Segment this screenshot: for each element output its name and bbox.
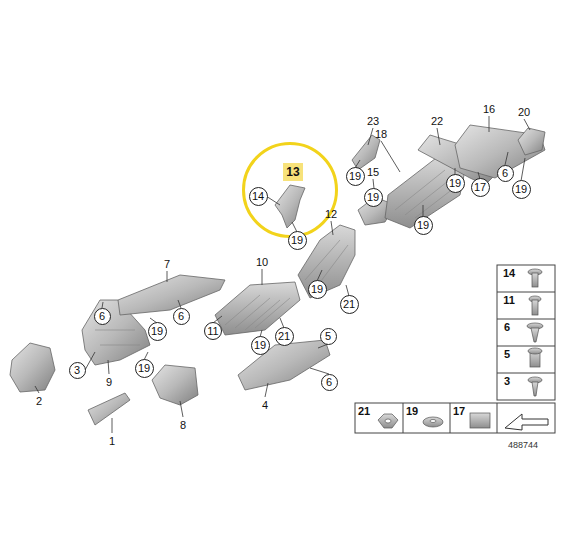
- callout-number: 19: [515, 184, 527, 195]
- callout-circle: 3: [69, 362, 86, 379]
- table-callout: 3: [504, 376, 510, 387]
- table-callout: 14: [503, 268, 515, 279]
- callout-circle: 19: [512, 180, 531, 199]
- callout-circle: 14: [249, 187, 268, 206]
- callout-circle: 6: [94, 308, 111, 325]
- part-8: [152, 365, 198, 405]
- highlighted-callout: 13: [283, 163, 302, 181]
- callout-number: 11: [207, 326, 218, 337]
- callout-number: 19: [449, 178, 461, 189]
- callout-number: 6: [178, 311, 184, 322]
- callout-number: 6: [326, 377, 332, 388]
- table-callout: 19: [406, 406, 418, 417]
- table-callout: 5: [504, 349, 510, 360]
- callout-number: 8: [180, 420, 186, 431]
- diagram-number: 488744: [508, 441, 538, 450]
- callout-circle: 6: [497, 165, 514, 182]
- callout-number: 7: [164, 259, 170, 270]
- callout-circle: 21: [275, 327, 294, 346]
- callout-circle: 19: [135, 359, 154, 378]
- table-callout: 17: [453, 406, 465, 417]
- callout-number: 4: [262, 400, 268, 411]
- part-13: [275, 185, 305, 228]
- callout-number: 17: [474, 182, 486, 193]
- table-callout: 11: [503, 295, 515, 306]
- callout-number: 19: [138, 363, 150, 374]
- callout-number: 2: [36, 396, 42, 407]
- callout-circle: 19: [308, 280, 327, 299]
- callout-number: 19: [254, 340, 266, 351]
- part-2: [10, 343, 55, 392]
- callout-number: 15: [367, 167, 379, 178]
- callout-circle: 19: [364, 188, 383, 207]
- callout-circle: 19: [251, 336, 270, 355]
- part-20: [518, 128, 545, 155]
- callout-number: 19: [367, 192, 379, 203]
- callout-circle: 19: [288, 231, 307, 250]
- callout-circle: 6: [173, 308, 190, 325]
- callout-circle: 17: [471, 178, 490, 197]
- callout-number: 3: [74, 365, 80, 376]
- callout-circle: 11: [204, 322, 222, 340]
- ribs: [95, 170, 458, 345]
- callout-number: 20: [518, 107, 530, 118]
- callout-number: 22: [431, 116, 443, 127]
- fastener-table: [355, 265, 555, 433]
- callout-number: 1: [109, 436, 115, 447]
- callout-number: 16: [483, 104, 495, 115]
- callout-circle: 6: [321, 374, 338, 391]
- callout-number: 19: [349, 171, 361, 182]
- highlight-ring: 13 14: [242, 142, 338, 238]
- callout-number: 19: [291, 235, 303, 246]
- callout-number: 9: [106, 377, 112, 388]
- part-23: [352, 135, 380, 170]
- table-callout: 6: [504, 322, 510, 333]
- heat-shields: [10, 125, 545, 425]
- callout-circle: 19: [148, 322, 167, 341]
- callout-number: 14: [252, 191, 264, 202]
- callout-number: 19: [417, 220, 429, 231]
- part-7: [118, 275, 225, 315]
- table-callout: 21: [358, 406, 370, 417]
- callout-number: 18: [375, 129, 387, 140]
- callout-number: 19: [151, 326, 163, 337]
- callout-number: 12: [325, 209, 337, 220]
- callout-circle: 21: [340, 295, 359, 314]
- callout-number: 10: [256, 257, 268, 268]
- callout-number: 5: [325, 331, 331, 342]
- callout-circle: 19: [346, 167, 365, 186]
- callout-number: 6: [99, 311, 105, 322]
- part-1: [88, 393, 130, 425]
- callout-number: 21: [343, 299, 355, 310]
- callout-number: 21: [278, 331, 290, 342]
- leader-lines: [35, 116, 530, 433]
- callout-circle: 19: [414, 216, 433, 235]
- callout-number: 23: [367, 116, 379, 127]
- callout-number: 19: [311, 284, 323, 295]
- callout-circle: 5: [320, 328, 337, 345]
- callout-number: 6: [502, 168, 508, 179]
- callout-circle: 19: [446, 174, 465, 193]
